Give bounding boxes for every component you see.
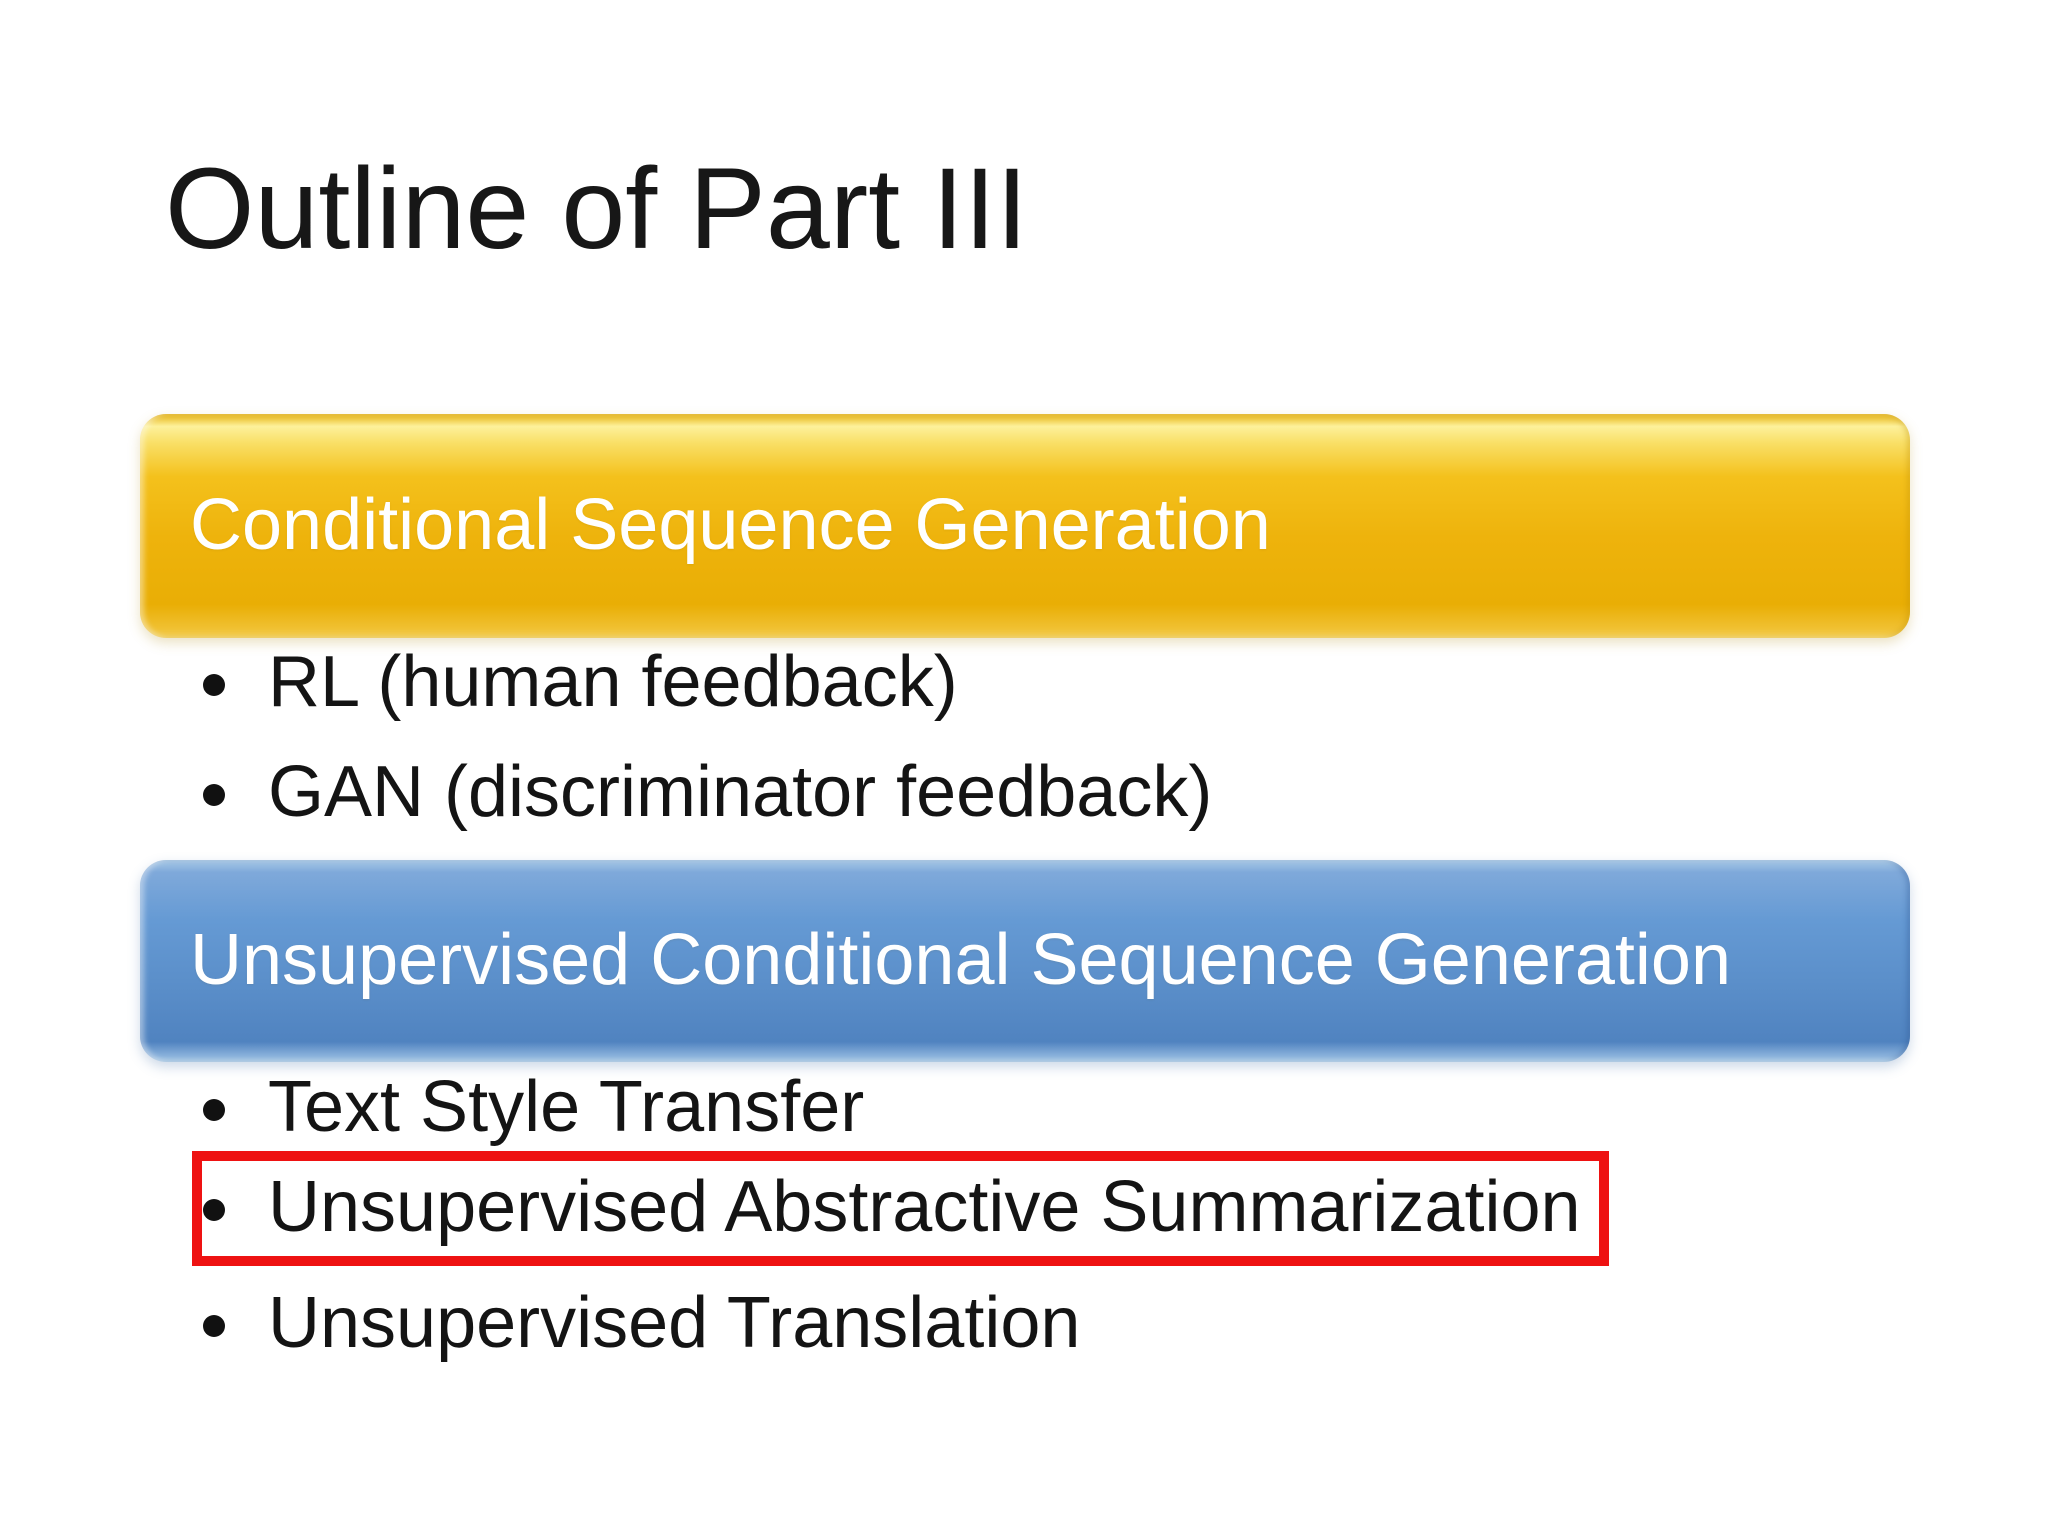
bullet-item-unsupervised-translation: Unsupervised Translation bbox=[203, 1269, 1080, 1379]
bullet-label: Text Style Transfer bbox=[268, 1067, 865, 1148]
bullet-icon bbox=[203, 1315, 225, 1337]
section-banner-unsupervised-conditional-sequence-generation: Unsupervised Conditional Sequence Genera… bbox=[140, 860, 1910, 1062]
banner-label: Conditional Sequence Generation bbox=[190, 485, 1271, 566]
bullet-label: RL (human feedback) bbox=[268, 642, 958, 723]
bullet-item-unsupervised-abstractive-summarization: Unsupervised Abstractive Summarization bbox=[203, 1153, 1581, 1263]
bullet-icon bbox=[203, 1199, 225, 1221]
slide-title: Outline of Part III bbox=[165, 145, 1028, 273]
banner-label: Unsupervised Conditional Sequence Genera… bbox=[190, 920, 1732, 1001]
bullet-icon bbox=[203, 674, 225, 696]
bullet-item-text-style-transfer: Text Style Transfer bbox=[203, 1053, 864, 1163]
bullet-icon bbox=[203, 1099, 225, 1121]
bullet-item-rl: RL (human feedback) bbox=[203, 628, 958, 738]
bullet-item-gan: GAN (discriminator feedback) bbox=[203, 738, 1212, 848]
section-banner-conditional-sequence-generation: Conditional Sequence Generation bbox=[140, 414, 1910, 638]
bullet-label: Unsupervised Abstractive Summarization bbox=[268, 1167, 1581, 1248]
bullet-icon bbox=[203, 784, 225, 806]
bullet-label: GAN (discriminator feedback) bbox=[268, 752, 1213, 833]
bullet-label: Unsupervised Translation bbox=[268, 1283, 1081, 1364]
